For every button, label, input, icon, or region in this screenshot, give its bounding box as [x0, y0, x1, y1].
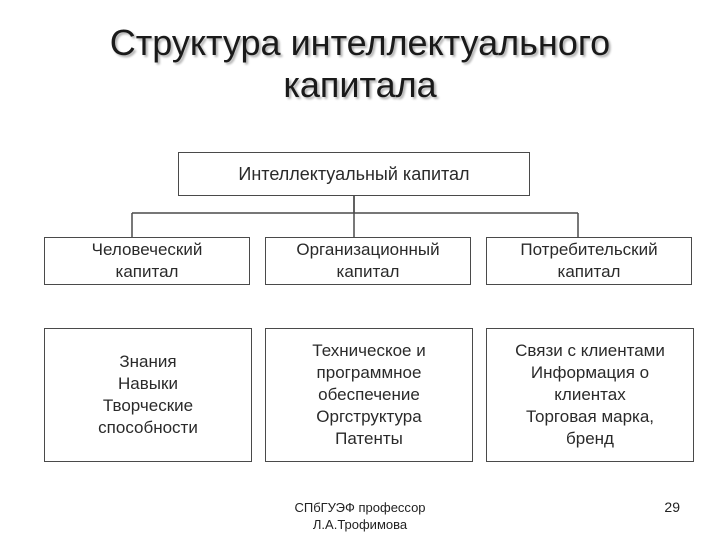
- detail-item: программное: [316, 363, 422, 382]
- footer-author: СПбГУЭФ профессор Л.А.Трофимова: [240, 499, 480, 533]
- detail-box-consumer-capital: Связи с клиентами Информация о клиентах …: [486, 328, 694, 462]
- category-label: капитал: [557, 262, 621, 281]
- detail-item: Навыки: [118, 374, 178, 393]
- detail-item: Техническое и: [312, 341, 426, 360]
- detail-item: способности: [98, 418, 198, 437]
- slide-title: Структура интеллектуального капитала: [60, 22, 660, 106]
- slide-title-line-2: капитала: [283, 64, 437, 105]
- detail-item: Патенты: [335, 429, 403, 448]
- detail-box-human-capital: Знания Навыки Творческие способности: [44, 328, 252, 462]
- detail-item: Связи с клиентами: [515, 341, 665, 360]
- category-box-consumer-capital: Потребительский капитал: [486, 237, 692, 285]
- category-label: Организационный: [296, 240, 440, 259]
- page-number: 29: [664, 499, 680, 515]
- detail-item: Информация о: [530, 363, 650, 382]
- detail-box-organizational-capital: Техническое и программное обеспечение Ор…: [265, 328, 473, 462]
- detail-item: Торговая марка,: [525, 407, 655, 426]
- root-label: Интеллектуальный капитал: [238, 164, 470, 184]
- category-box-human-capital: Человеческий капитал: [44, 237, 250, 285]
- slide-title-line-1: Структура интеллектуального: [109, 22, 611, 63]
- footer-line-1: СПбГУЭФ профессор: [294, 500, 426, 515]
- detail-item: Творческие: [102, 396, 194, 415]
- category-label: капитал: [115, 262, 179, 281]
- category-box-organizational-capital: Организационный капитал: [265, 237, 471, 285]
- detail-item: Оргструктура: [316, 407, 422, 426]
- root-box-intellectual-capital: Интеллектуальный капитал: [178, 152, 530, 196]
- detail-item: бренд: [566, 429, 614, 448]
- category-label: капитал: [336, 262, 400, 281]
- detail-item: клиентах: [554, 385, 626, 404]
- category-label: Потребительский: [520, 240, 658, 259]
- detail-item: обеспечение: [318, 385, 420, 404]
- detail-item: Знания: [119, 352, 177, 371]
- category-label: Человеческий: [91, 240, 203, 259]
- footer-line-2: Л.А.Трофимова: [312, 517, 408, 532]
